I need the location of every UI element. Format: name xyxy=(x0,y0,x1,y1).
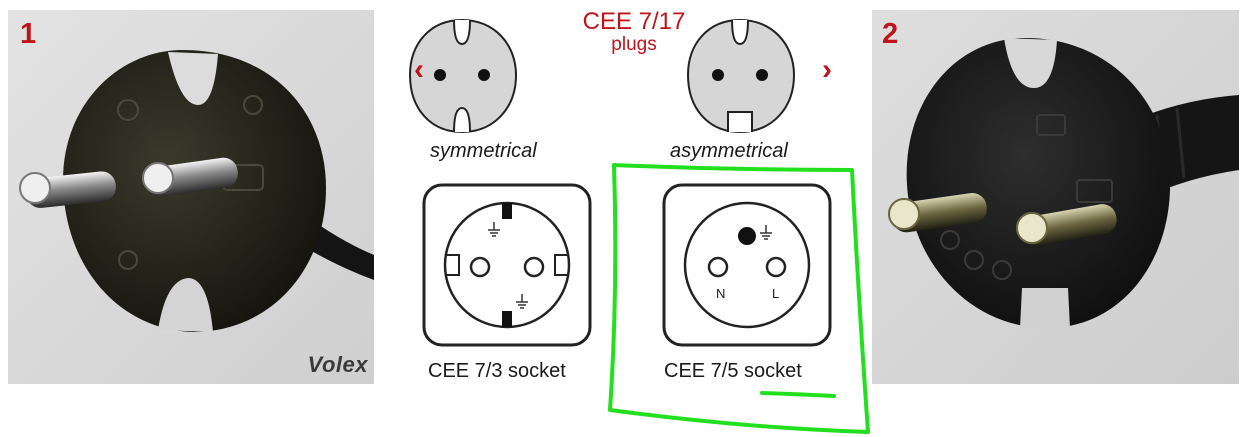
plug-socket-diagram: CEE 7/17 plugs ‹ › symmetrical asymmetri… xyxy=(374,0,872,437)
plug-photo-left: 1 Volex xyxy=(8,10,374,384)
asymmetrical-plug-icon xyxy=(686,18,796,134)
chevron-right-icon: › xyxy=(822,53,832,86)
symmetrical-plug-icon xyxy=(408,18,518,134)
diagram-title: CEE 7/17 plugs xyxy=(564,8,704,55)
cee-7-5-socket-icon xyxy=(662,183,832,347)
green-highlight-outline xyxy=(608,163,870,434)
green-underline xyxy=(760,391,836,398)
plug-photo-right-image xyxy=(872,10,1239,384)
title-line-1: CEE 7/17 xyxy=(582,8,686,35)
socket-left-label: CEE 7/3 socket xyxy=(428,360,566,382)
diagram-graphics xyxy=(408,18,870,434)
pin-l-label: L xyxy=(772,286,780,301)
plug-photo-left-image xyxy=(8,10,374,384)
photo-number-1: 1 xyxy=(20,18,37,50)
brand-watermark: Volex xyxy=(307,352,368,377)
socket-right-label: CEE 7/5 socket xyxy=(664,360,802,382)
photo-number-2: 2 xyxy=(882,18,899,50)
cee-7-3-socket-icon xyxy=(422,183,592,347)
chevron-left-icon: ‹ xyxy=(414,53,424,86)
title-line-2: plugs xyxy=(611,34,657,55)
asymmetrical-label: asymmetrical xyxy=(670,140,788,162)
symmetrical-label: symmetrical xyxy=(430,140,537,162)
pin-n-label: N xyxy=(716,286,726,301)
plug-photo-right: 2 xyxy=(872,10,1239,384)
